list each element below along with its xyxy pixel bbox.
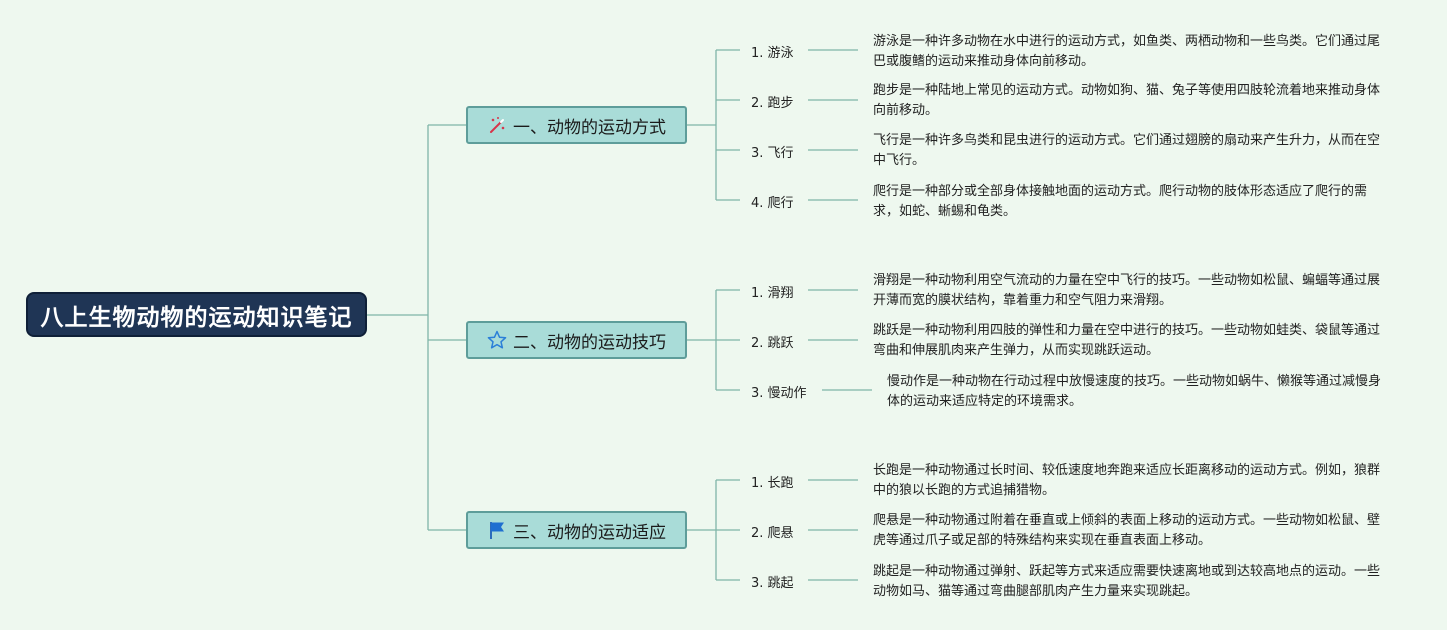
desc-gliding: 滑翔是一种动物利用空气流动的力量在空中飞行的技巧。一些动物如松鼠、蝙蝠等通过展开… — [873, 273, 1381, 308]
branch-label: 二、动物的运动技巧 — [513, 332, 666, 353]
root-title: 八上生物动物的运动知识笔记 — [40, 304, 353, 331]
desc-leaping: 跳起是一种动物通过弹射、跃起等方式来适应需要快速离地或到达较高地点的运动。一些动… — [873, 564, 1381, 599]
desc-swimming: 游泳是一种许多动物在水中进行的运动方式，如鱼类、两栖动物和一些鸟类。它们通过尾巴… — [873, 34, 1381, 69]
star-icon — [487, 330, 507, 350]
magic-wand-icon — [487, 115, 507, 135]
branch-label: 三、动物的运动适应 — [513, 522, 666, 543]
leaf-running[interactable]: 2. 跑步 — [751, 96, 794, 111]
leaf-leaping[interactable]: 3. 跳起 — [751, 576, 794, 591]
branch-label: 一、动物的运动方式 — [513, 117, 666, 138]
leaf-flying[interactable]: 3. 飞行 — [751, 146, 794, 161]
leaf-climbing-hanging[interactable]: 2. 爬悬 — [751, 526, 794, 541]
leaf-long-distance[interactable]: 1. 长跑 — [751, 476, 794, 491]
branch-movement-methods[interactable]: 一、动物的运动方式 — [466, 106, 687, 144]
desc-long-distance: 长跑是一种动物通过长时间、较低速度地奔跑来适应长距离移动的运动方式。例如，狼群中… — [873, 463, 1381, 498]
desc-jumping: 跳跃是一种动物利用四肢的弹性和力量在空中进行的技巧。一些动物如蛙类、袋鼠等通过弯… — [873, 323, 1381, 358]
desc-running: 跑步是一种陆地上常见的运动方式。动物如狗、猫、兔子等使用四肢轮流着地来推动身体向… — [873, 83, 1381, 118]
desc-crawling: 爬行是一种部分或全部身体接触地面的运动方式。爬行动物的肢体形态适应了爬行的需求，… — [873, 184, 1368, 219]
desc-slow-motion: 慢动作是一种动物在行动过程中放慢速度的技巧。一些动物如蜗牛、懒猴等通过减慢身体的… — [887, 374, 1382, 409]
desc-climbing-hanging: 爬悬是一种动物通过附着在垂直或上倾斜的表面上移动的运动方式。一些动物如松鼠、壁虎… — [873, 513, 1381, 548]
branch-movement-skills[interactable]: 二、动物的运动技巧 — [466, 321, 687, 359]
desc-flying: 飞行是一种许多鸟类和昆虫进行的运动方式。它们通过翅膀的扇动来产生升力，从而在空中… — [873, 133, 1381, 168]
flag-icon — [487, 520, 507, 540]
root-topic[interactable]: 八上生物动物的运动知识笔记 — [26, 292, 367, 337]
leaf-crawling[interactable]: 4. 爬行 — [751, 196, 794, 211]
leaf-jumping[interactable]: 2. 跳跃 — [751, 336, 794, 351]
leaf-gliding[interactable]: 1. 滑翔 — [751, 286, 794, 301]
branch-movement-adaptation[interactable]: 三、动物的运动适应 — [466, 511, 687, 549]
leaf-swimming[interactable]: 1. 游泳 — [751, 46, 794, 61]
leaf-slow-motion[interactable]: 3. 慢动作 — [751, 386, 807, 401]
